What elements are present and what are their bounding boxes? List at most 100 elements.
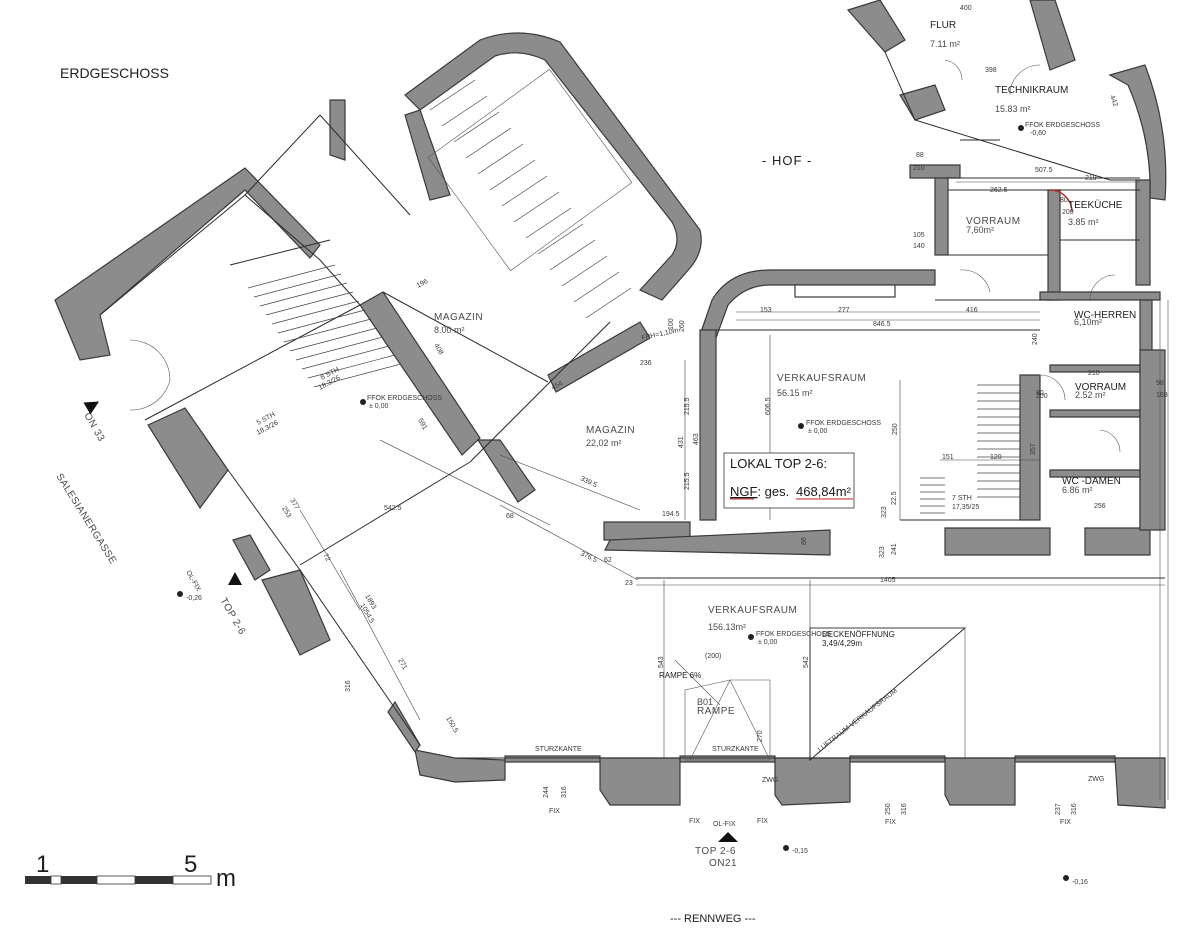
svg-text:241: 241 — [891, 543, 898, 555]
summary-box: LOKAL TOP 2-6: NGF: ges. 468,84m² — [723, 452, 855, 509]
svg-text:105: 105 — [913, 232, 925, 239]
room-area-flur: 7.11 m² — [930, 39, 960, 49]
svg-text:277: 277 — [838, 307, 850, 314]
svg-text:FIX: FIX — [549, 808, 560, 815]
room-outlines — [99, 51, 1169, 800]
stair-tread — [283, 318, 372, 343]
stair-tread — [549, 239, 596, 271]
scale-end: 5 — [184, 851, 197, 878]
room-area-verkaufsraum-1: 56.15 m² — [777, 388, 813, 398]
svg-text:NGF: ges.: NGF: ges. — [730, 484, 789, 499]
stair-tread — [561, 255, 608, 287]
svg-text:3,49/4,29m: 3,49/4,29m — [822, 639, 862, 648]
room-name-verkaufsraum-1: VERKAUFSRAUM — [777, 373, 866, 384]
stair-tread — [585, 287, 632, 319]
svg-text:316: 316 — [1071, 803, 1078, 815]
svg-text:OL-FIX: OL-FIX — [184, 570, 202, 593]
room-name-wc-herren: WC-HERREN — [1074, 310, 1136, 321]
svg-text:68: 68 — [506, 513, 514, 520]
svg-text:591: 591 — [416, 418, 428, 432]
svg-text:442: 442 — [1108, 94, 1119, 107]
svg-text:± 0,00: ± 0,00 — [808, 428, 828, 435]
svg-text:200: 200 — [1062, 209, 1074, 216]
svg-text:271: 271 — [396, 658, 408, 672]
svg-text:17,35/25: 17,35/25 — [952, 504, 979, 511]
svg-text:377: 377 — [288, 498, 300, 512]
deckenoeffnung-label: DECKENÖFFNUNG — [822, 630, 895, 639]
stair-tread — [477, 143, 524, 175]
svg-text:-0,15: -0,15 — [792, 848, 808, 855]
entrance-main-marker: TOP 2-6 ON21 — [695, 832, 738, 869]
svg-text:219: 219 — [1085, 175, 1097, 182]
svg-text:210: 210 — [913, 165, 925, 172]
svg-text:150.5: 150.5 — [444, 716, 459, 735]
stair-tread — [429, 79, 476, 111]
svg-text:400: 400 — [960, 5, 972, 12]
svg-text:416: 416 — [966, 307, 978, 314]
stair-tread — [537, 223, 584, 255]
svg-text:ZWG: ZWG — [1088, 776, 1104, 783]
stair-tread — [307, 354, 396, 379]
room-area-vorraum-1: 7,60m² — [966, 225, 994, 235]
ngf-value: 468,84m² — [796, 484, 852, 499]
scale-bar: 1 5 m — [25, 851, 236, 892]
svg-text:323: 323 — [879, 546, 886, 558]
svg-text:TOP 2-6: TOP 2-6 — [695, 846, 736, 857]
stair-left — [247, 264, 402, 388]
svg-text:431: 431 — [678, 436, 685, 448]
room-area-vorraum-2: 2.52 m² — [1075, 390, 1106, 400]
svg-text:237: 237 — [1055, 803, 1062, 815]
svg-text:357: 357 — [1030, 443, 1037, 455]
svg-text:88: 88 — [916, 152, 924, 159]
stair-tread — [295, 336, 384, 361]
svg-text:140: 140 — [913, 243, 925, 250]
stair-tread — [525, 207, 572, 239]
room-name-flur: FLUR — [930, 20, 956, 31]
svg-text:B01: B01 — [697, 697, 713, 707]
svg-text:ZWG: ZWG — [762, 777, 778, 784]
room-name-vorraum-2: VORRAUM — [1075, 382, 1126, 393]
room-area-magazin-1: 8.00 m² — [434, 325, 465, 335]
svg-text:542.5: 542.5 — [384, 505, 402, 512]
summary-title: LOKAL TOP 2-6: — [730, 456, 827, 471]
svg-text:168: 168 — [1156, 392, 1168, 399]
street-left-label: SALESIANERGASSE — [53, 472, 118, 567]
stair-shop-lower — [920, 477, 945, 514]
street-bottom-label: --- RENNWEG --- — [670, 913, 756, 925]
svg-text:253: 253 — [280, 506, 292, 520]
svg-text:ON 33: ON 33 — [81, 411, 106, 444]
svg-text:OL-FIX: OL-FIX — [713, 821, 736, 828]
svg-text:1405: 1405 — [880, 577, 896, 584]
room-name-wc-damen: WC -DAMEN — [1062, 476, 1121, 487]
room-name-technikraum: TECHNIKRAUM — [995, 85, 1068, 96]
room-name-magazin-1: MAGAZIN — [434, 312, 483, 323]
svg-text:240: 240 — [1032, 333, 1039, 345]
svg-text:153: 153 — [760, 307, 772, 314]
stair-tread — [259, 282, 348, 307]
ngf-ges-label: : ges. — [757, 484, 789, 499]
svg-text:408: 408 — [432, 343, 444, 357]
svg-text:262.5: 262.5 — [990, 187, 1008, 194]
stair-tread — [453, 111, 500, 143]
stairs — [247, 68, 1020, 514]
svg-text:507.5: 507.5 — [1035, 167, 1053, 174]
svg-text:250: 250 — [892, 423, 899, 435]
svg-text:-0,26: -0,26 — [186, 595, 202, 602]
svg-text:542: 542 — [803, 656, 810, 668]
stair-tread — [465, 127, 512, 159]
svg-text:62: 62 — [604, 557, 612, 564]
svg-text:215.5: 215.5 — [684, 397, 691, 415]
svg-text:463: 463 — [693, 433, 700, 445]
svg-text:210: 210 — [1088, 370, 1100, 377]
room-name-teekueche: TEEKÜCHE — [1068, 199, 1123, 211]
scale-start: 1 — [36, 851, 49, 878]
stair-tread — [501, 175, 548, 207]
svg-text:-0,60: -0,60 — [1030, 130, 1046, 137]
stair-tread — [441, 95, 488, 127]
stair-tread — [289, 327, 378, 352]
svg-text:398: 398 — [985, 67, 997, 74]
svg-text:STURZKANTE: STURZKANTE — [712, 746, 759, 753]
svg-text:RAMPE 6%: RAMPE 6% — [659, 671, 701, 680]
svg-text:± 0,00: ± 0,00 — [369, 403, 389, 410]
svg-text:100: 100 — [668, 318, 675, 330]
